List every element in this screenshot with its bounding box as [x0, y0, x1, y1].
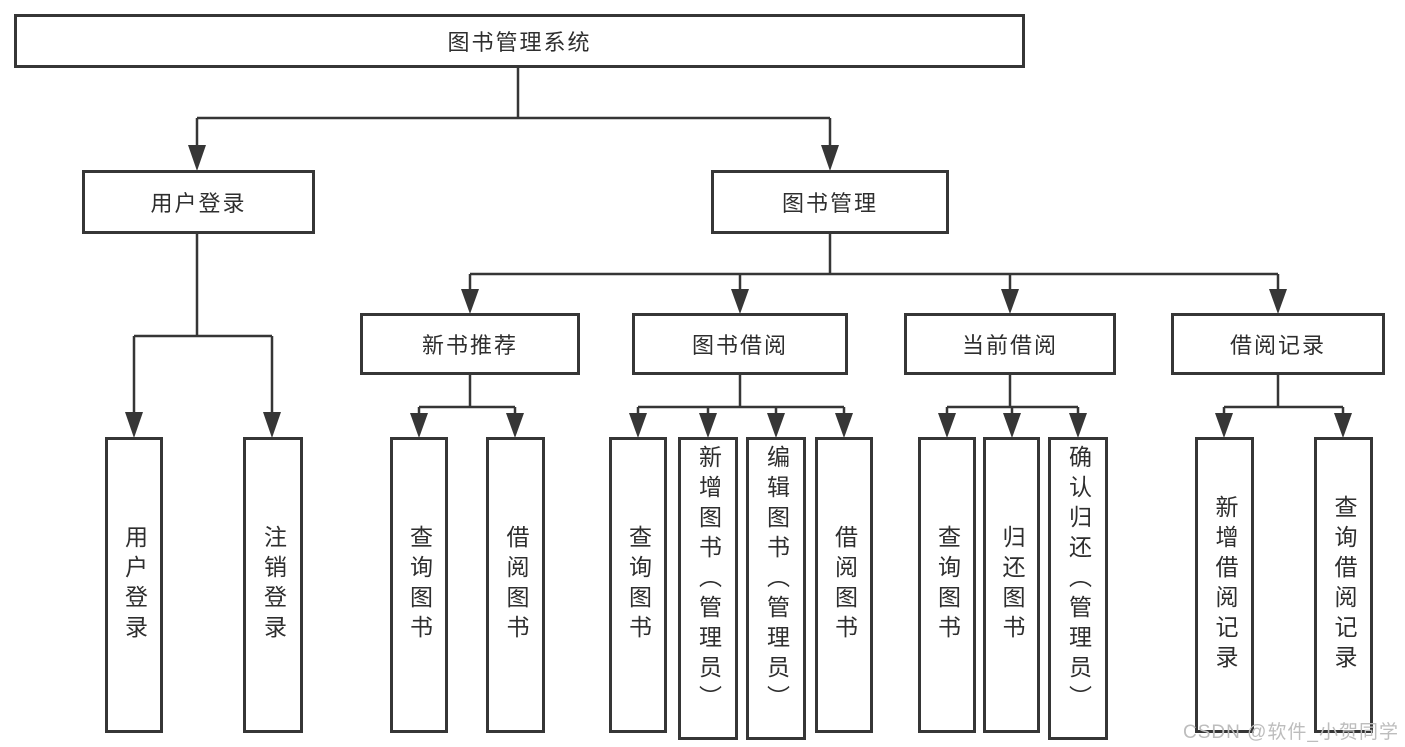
- node-label: 用户登录: [121, 525, 148, 645]
- node-label: 用户登录: [150, 191, 247, 216]
- node-label: 借阅图书: [831, 525, 858, 645]
- node-label: 查询图书: [406, 525, 433, 645]
- connector-borrowing-records-branch: [1215, 375, 1352, 438]
- arrowhead-down-icon: [938, 413, 956, 438]
- leaf-user-login: 用户登录: [105, 437, 163, 733]
- connector-book-borrowing-branch: [629, 375, 853, 438]
- leaf-logout: 注销登录: [243, 437, 303, 733]
- node-label: 新书推荐: [421, 333, 518, 358]
- node-label: 图书管理: [781, 191, 878, 216]
- connector-current-borrowing-branch: [938, 375, 1087, 438]
- node-label: 新增借阅记录: [1212, 495, 1238, 675]
- node-label: 编辑图书（管理员）: [763, 445, 790, 715]
- node-book-borrowing: 图书借阅: [632, 313, 848, 375]
- leaf-edit-books-admin: 编辑图书（管理员）: [746, 437, 806, 740]
- csdn-watermark: CSDN @软件_小贺同学: [1183, 722, 1399, 743]
- connector-user-login-branch: [125, 234, 281, 438]
- node-current-borrowing: 当前借阅: [904, 313, 1116, 375]
- arrowhead-down-icon: [1069, 413, 1087, 438]
- node-label: 查询借阅记录: [1331, 495, 1357, 675]
- connector-book-management-branch: [461, 234, 1287, 314]
- leaf-add-books-admin: 新增图书（管理员）: [678, 437, 738, 740]
- arrowhead-down-icon: [1269, 289, 1287, 314]
- arrowhead-down-icon: [767, 413, 785, 438]
- node-label: 当前借阅: [961, 333, 1058, 358]
- connector-new-book-recommend-branch: [410, 375, 524, 438]
- arrowhead-down-icon: [731, 289, 749, 314]
- arrowhead-down-icon: [410, 413, 428, 438]
- node-label: 图书借阅: [691, 333, 788, 358]
- arrowhead-down-icon: [125, 412, 143, 438]
- leaf-borrow-books: 借阅图书: [815, 437, 873, 733]
- node-label: 借阅记录: [1229, 333, 1326, 358]
- node-label: 新增图书（管理员）: [695, 445, 722, 715]
- node-library-system: 图书管理系统: [14, 14, 1025, 68]
- node-new-book-recommend: 新书推荐: [360, 313, 580, 375]
- node-label: 查询图书: [934, 525, 961, 645]
- leaf-query-books-borrowing: 查询图书: [609, 437, 667, 733]
- arrowhead-down-icon: [506, 413, 524, 438]
- node-label: 借阅图书: [503, 525, 529, 645]
- node-label: 查询图书: [625, 525, 652, 645]
- node-label: 确认归还（管理员）: [1065, 445, 1092, 715]
- arrowhead-down-icon: [821, 145, 839, 171]
- leaf-add-borrow-record: 新增借阅记录: [1195, 437, 1254, 733]
- leaf-borrow-books-recommend: 借阅图书: [486, 437, 545, 733]
- arrowhead-down-icon: [263, 412, 281, 438]
- arrowhead-down-icon: [188, 145, 206, 171]
- leaf-confirm-return-admin: 确认归还（管理员）: [1048, 437, 1108, 740]
- node-label: 注销登录: [260, 525, 287, 645]
- arrowhead-down-icon: [835, 413, 853, 438]
- connector-root-to-level2: [188, 68, 839, 171]
- node-label: 图书管理系统: [447, 30, 592, 55]
- node-label: 归还图书: [999, 525, 1025, 645]
- arrowhead-down-icon: [699, 413, 717, 438]
- leaf-return-books: 归还图书: [983, 437, 1040, 733]
- arrowhead-down-icon: [1215, 413, 1233, 438]
- node-book-management: 图书管理: [711, 170, 949, 234]
- arrowhead-down-icon: [1003, 413, 1021, 438]
- arrowhead-down-icon: [1334, 413, 1352, 438]
- node-user-login: 用户登录: [82, 170, 315, 234]
- arrowhead-down-icon: [1001, 289, 1019, 314]
- arrowhead-down-icon: [461, 289, 479, 314]
- leaf-query-books-recommend: 查询图书: [390, 437, 448, 733]
- leaf-query-books-current: 查询图书: [918, 437, 976, 733]
- arrowhead-down-icon: [629, 413, 647, 438]
- node-borrowing-records: 借阅记录: [1171, 313, 1385, 375]
- leaf-query-borrow-record: 查询借阅记录: [1314, 437, 1373, 733]
